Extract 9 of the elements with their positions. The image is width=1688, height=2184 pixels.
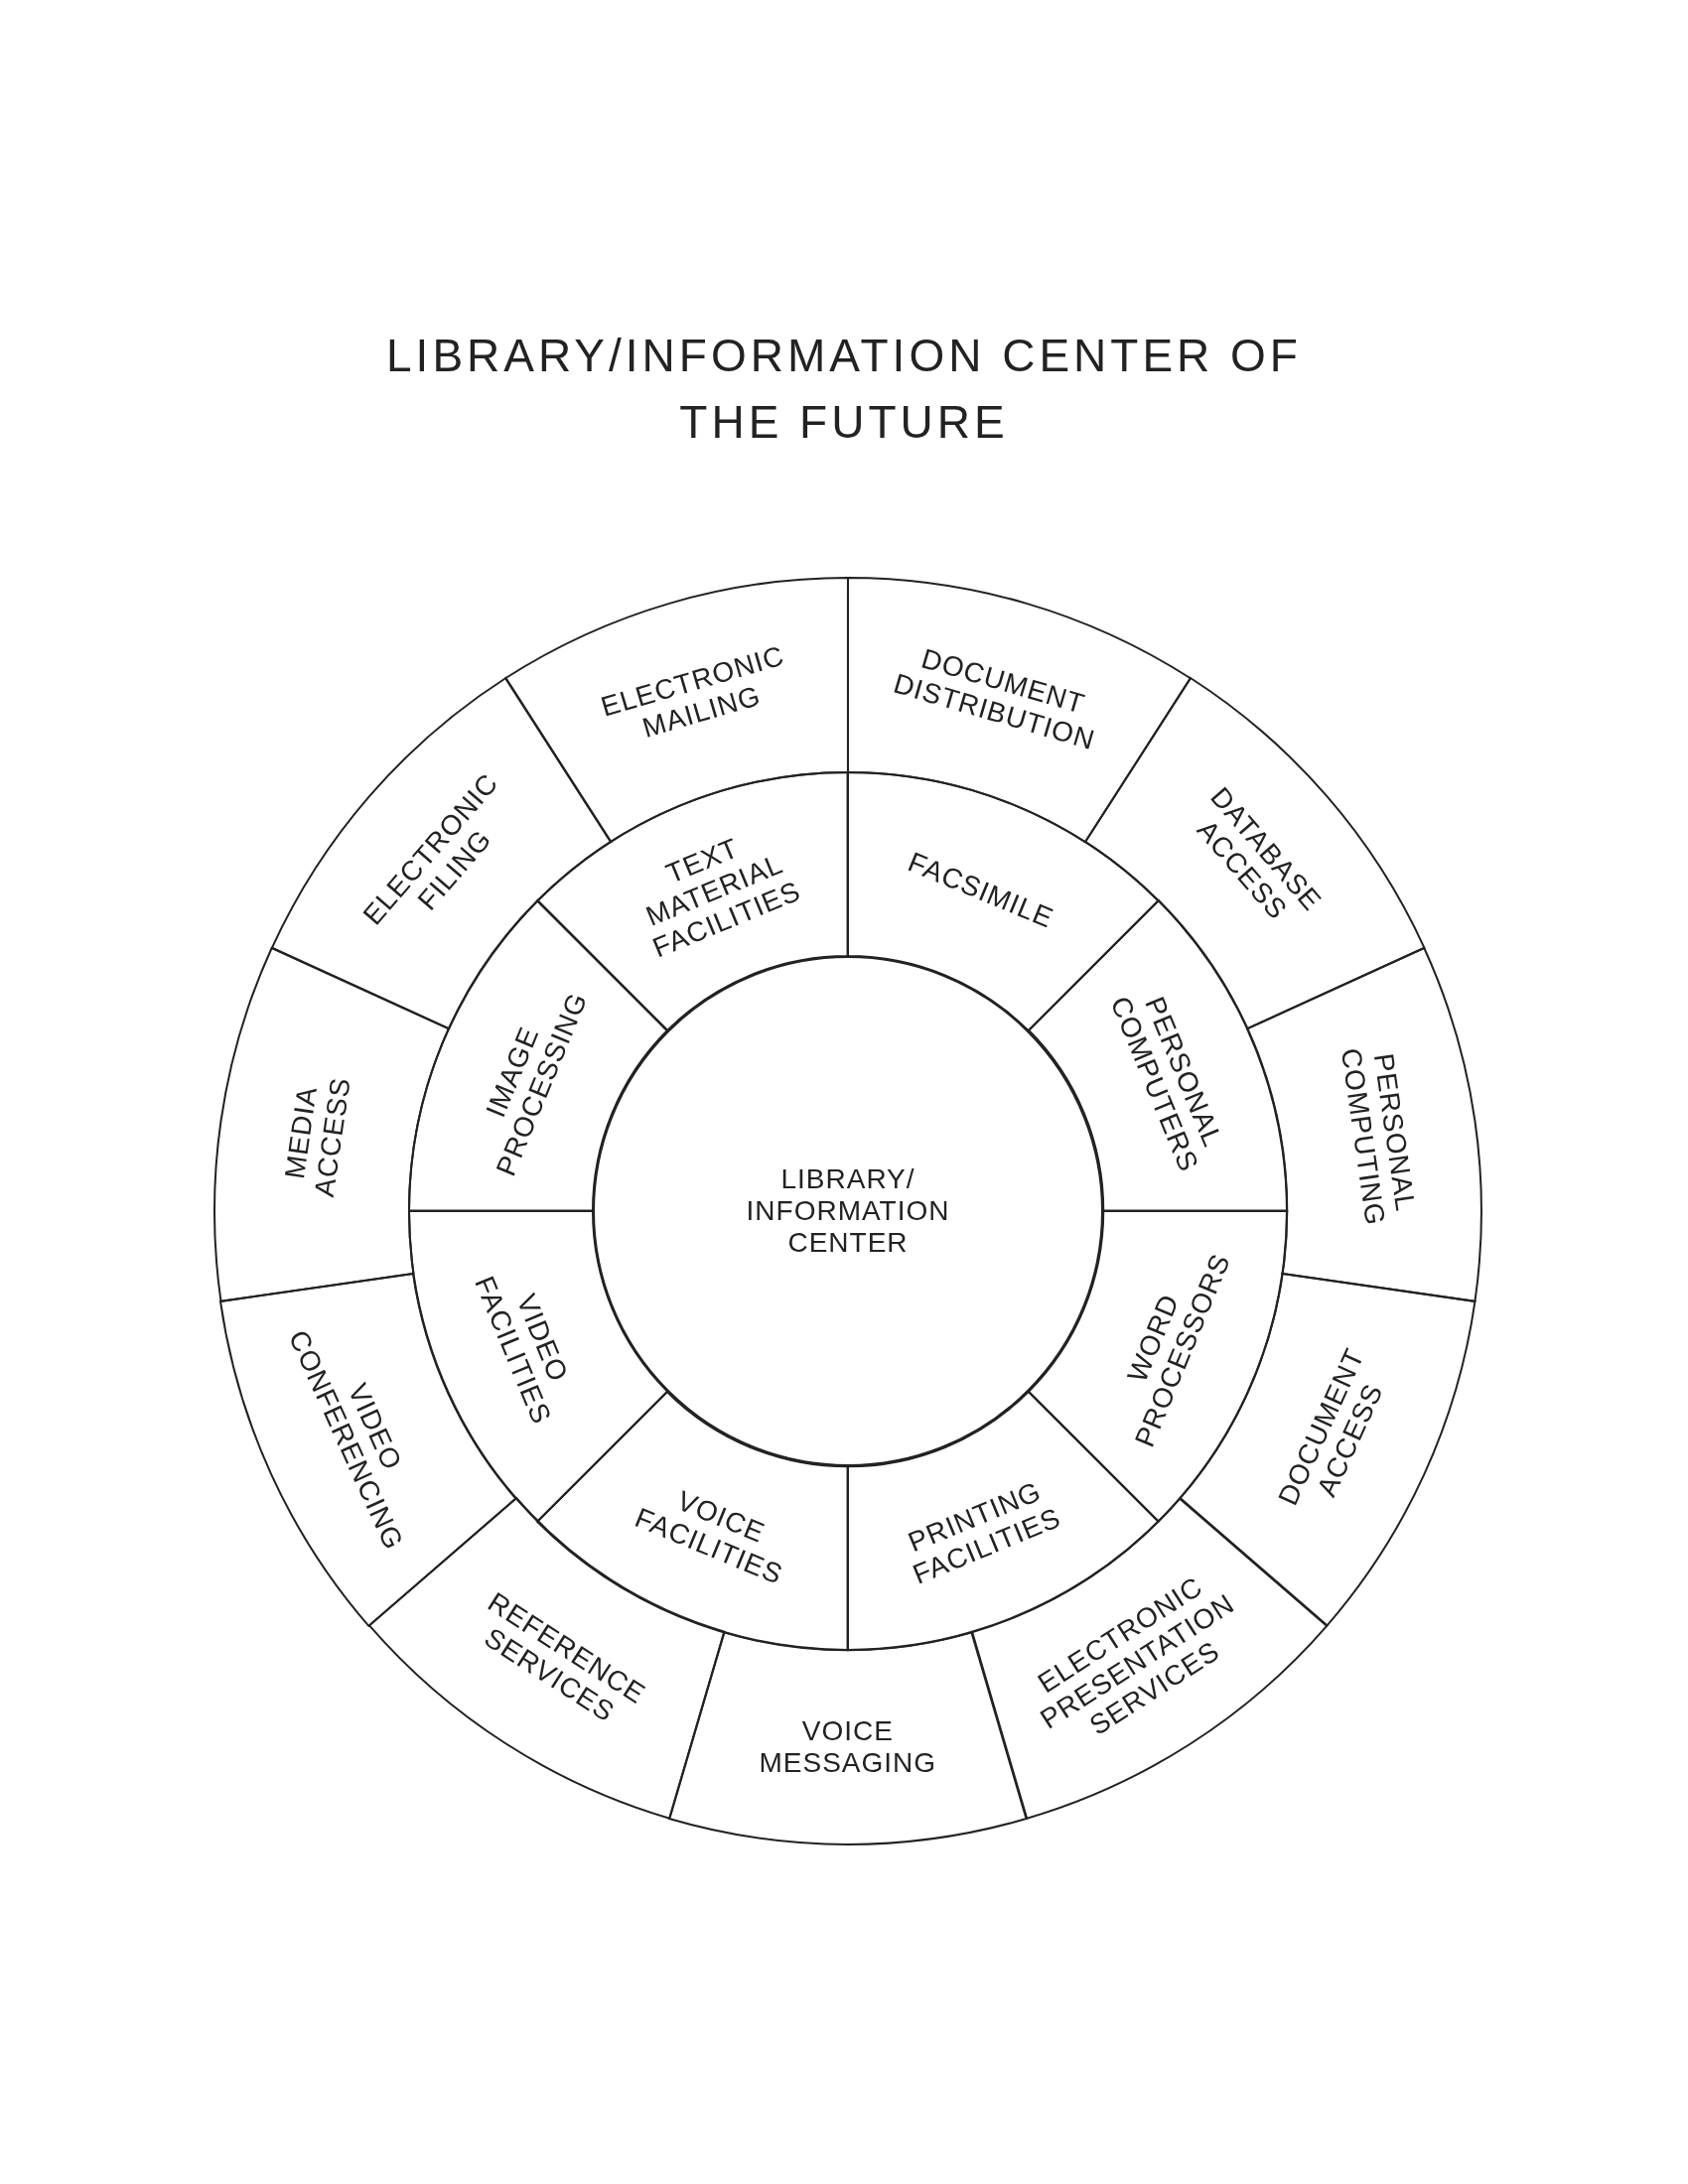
ring-segment bbox=[667, 1630, 1029, 1846]
center-label: LIBRARY/ INFORMATION CENTER bbox=[746, 1162, 950, 1260]
segment-label: PERSONAL COMPUTING bbox=[1335, 1045, 1423, 1228]
ring-segment bbox=[212, 945, 451, 1303]
ring-segment bbox=[1245, 945, 1483, 1303]
segment-label: MEDIA ACCESS bbox=[278, 1074, 357, 1199]
ring-segment bbox=[846, 576, 1193, 845]
diagram-title: LIBRARY/INFORMATION CENTER OF THE FUTURE bbox=[385, 329, 1303, 450]
segment-label: VOICE MESSAGING bbox=[759, 1715, 937, 1780]
